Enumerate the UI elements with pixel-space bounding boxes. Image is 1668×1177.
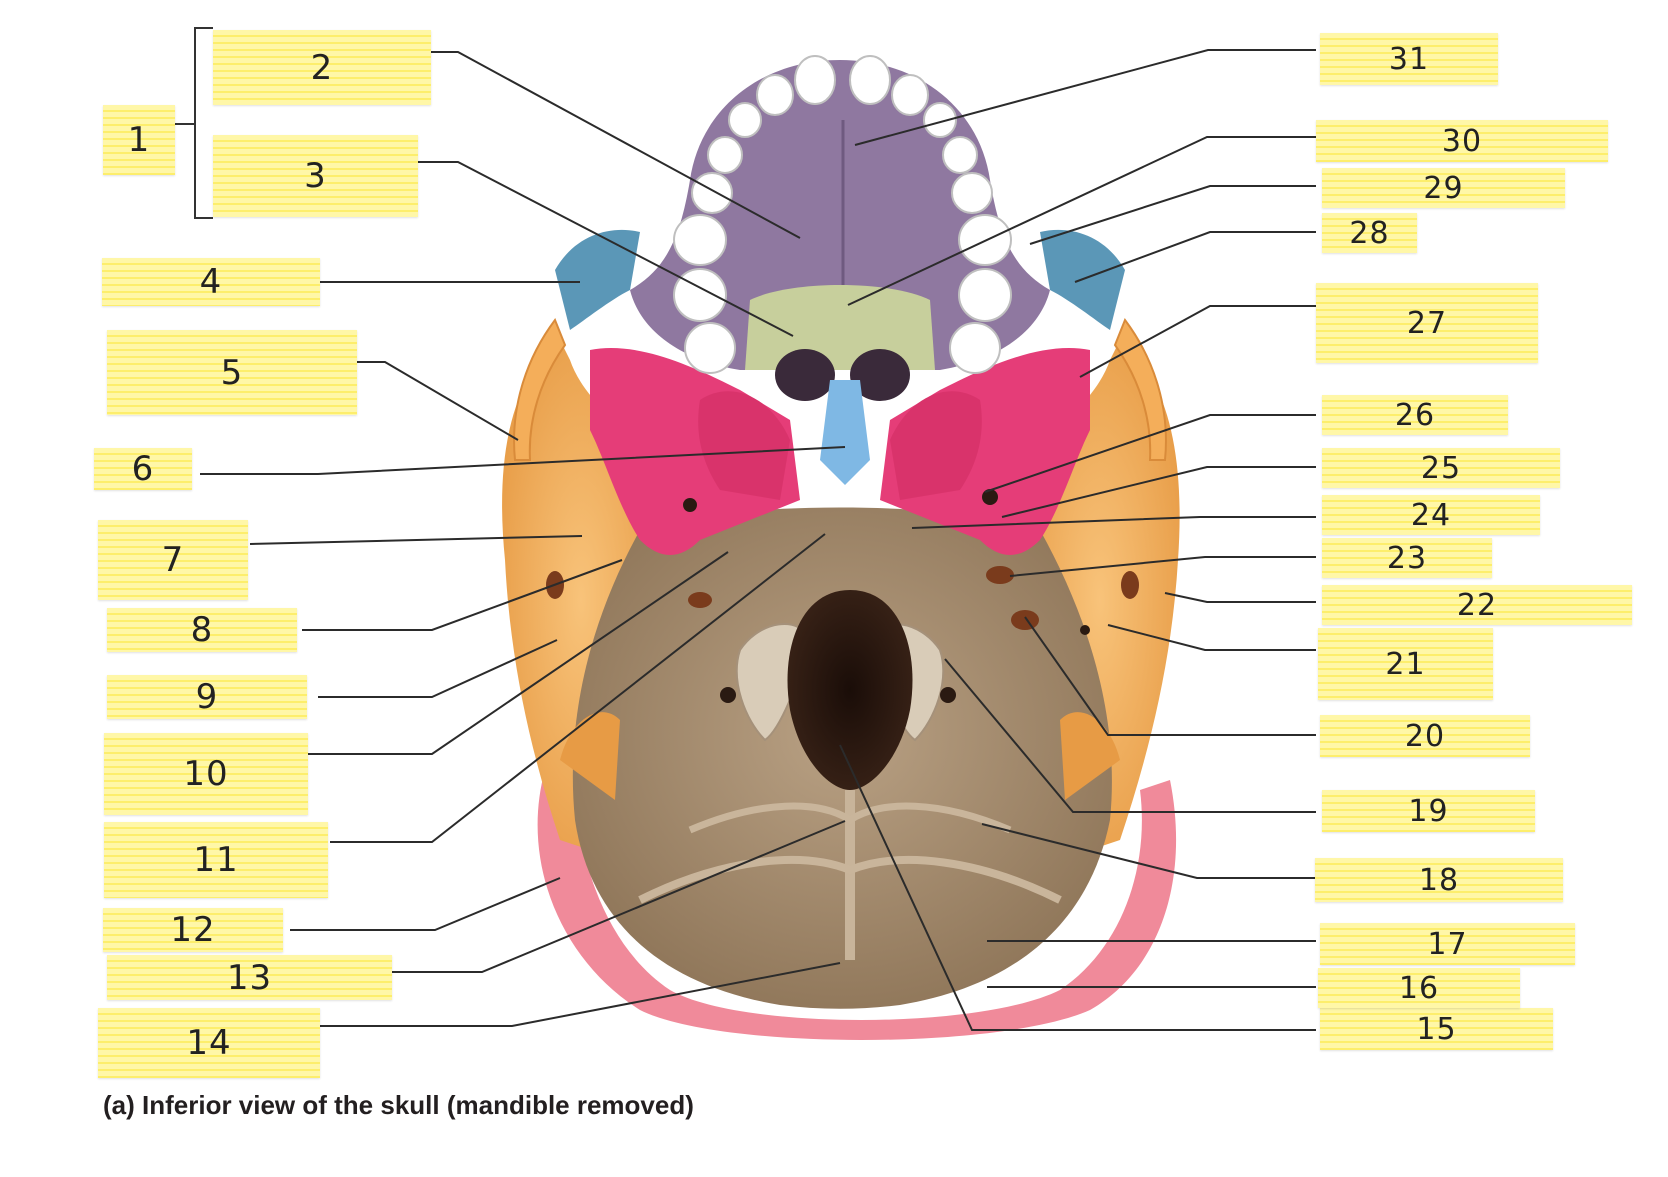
vomer bbox=[820, 380, 870, 485]
label-2-text: 2 bbox=[310, 47, 334, 88]
label-31-text: 31 bbox=[1388, 41, 1430, 77]
figure-caption: (a) Inferior view of the skull (mandible… bbox=[103, 1090, 694, 1120]
zygomatic-arch-left bbox=[513, 317, 567, 461]
label-9[interactable]: 9 bbox=[107, 675, 307, 719]
mastoid-process-left bbox=[560, 712, 620, 800]
label-16-text: 16 bbox=[1398, 970, 1440, 1006]
label-10[interactable]: 10 bbox=[104, 733, 308, 815]
label-7-text: 7 bbox=[161, 540, 185, 580]
label-14-text: 14 bbox=[186, 1023, 232, 1063]
label-8[interactable]: 8 bbox=[107, 608, 297, 652]
zygomatic-bone-left bbox=[555, 229, 640, 330]
label-13[interactable]: 13 bbox=[107, 955, 392, 1000]
label-28-text: 28 bbox=[1349, 215, 1390, 251]
choana-right bbox=[850, 349, 910, 401]
label-16[interactable]: 16 bbox=[1318, 968, 1520, 1008]
teeth bbox=[673, 55, 1012, 374]
label-21-text: 21 bbox=[1385, 646, 1426, 682]
label-17-text: 17 bbox=[1427, 926, 1468, 962]
label-29[interactable]: 29 bbox=[1322, 168, 1565, 208]
label-15[interactable]: 15 bbox=[1320, 1008, 1553, 1050]
label-23-text: 23 bbox=[1386, 540, 1428, 576]
label-3[interactable]: 3 bbox=[213, 135, 418, 217]
label-2[interactable]: 2 bbox=[213, 30, 431, 105]
label-21[interactable]: 21 bbox=[1318, 628, 1493, 700]
label-4-text: 4 bbox=[199, 262, 223, 302]
bracket bbox=[194, 27, 213, 219]
palatine-bone bbox=[745, 285, 935, 370]
nuchal-line-inferior bbox=[688, 802, 1012, 834]
pterygoid-plate-right bbox=[890, 391, 982, 500]
label-26[interactable]: 26 bbox=[1322, 395, 1508, 435]
leader-lines bbox=[200, 49, 1316, 1031]
label-25[interactable]: 25 bbox=[1322, 448, 1560, 488]
label-7[interactable]: 7 bbox=[98, 520, 248, 600]
label-24[interactable]: 24 bbox=[1322, 495, 1540, 535]
label-26-text: 26 bbox=[1394, 397, 1436, 433]
label-11-text: 11 bbox=[193, 840, 239, 880]
label-5[interactable]: 5 bbox=[107, 330, 357, 415]
label-30-text: 30 bbox=[1441, 123, 1483, 159]
label-9-text: 9 bbox=[195, 677, 219, 717]
label-14[interactable]: 14 bbox=[98, 1008, 320, 1078]
label-1[interactable]: 1 bbox=[103, 105, 175, 175]
label-3-text: 3 bbox=[304, 156, 327, 196]
foramen-magnum bbox=[787, 590, 913, 790]
label-27[interactable]: 27 bbox=[1316, 283, 1538, 363]
label-8-text: 8 bbox=[190, 610, 214, 650]
label-15-text: 15 bbox=[1416, 1011, 1457, 1047]
label-22-text: 22 bbox=[1456, 587, 1498, 623]
label-10-text: 10 bbox=[183, 754, 229, 794]
label-20-text: 20 bbox=[1404, 718, 1446, 754]
pterygoid-plate-left bbox=[698, 391, 790, 500]
label-6-text: 6 bbox=[131, 449, 155, 489]
foramina bbox=[546, 489, 1139, 703]
label-12-text: 12 bbox=[170, 910, 216, 950]
label-18[interactable]: 18 bbox=[1315, 858, 1563, 902]
label-1-text: 1 bbox=[127, 120, 151, 160]
label-22[interactable]: 22 bbox=[1322, 585, 1632, 625]
label-29-text: 29 bbox=[1423, 170, 1464, 206]
label-31[interactable]: 31 bbox=[1320, 33, 1498, 85]
label-19[interactable]: 19 bbox=[1322, 790, 1535, 832]
label-11[interactable]: 11 bbox=[104, 822, 328, 898]
zygomatic-arch-right bbox=[1113, 317, 1167, 461]
label-5-text: 5 bbox=[220, 352, 244, 393]
label-20[interactable]: 20 bbox=[1320, 715, 1530, 757]
label-23[interactable]: 23 bbox=[1322, 538, 1492, 578]
label-27-text: 27 bbox=[1406, 305, 1448, 341]
label-17[interactable]: 17 bbox=[1320, 923, 1575, 965]
choana-left bbox=[775, 349, 835, 401]
label-19-text: 19 bbox=[1408, 793, 1449, 829]
label-6[interactable]: 6 bbox=[94, 448, 192, 490]
mastoid-process-right bbox=[1060, 712, 1120, 800]
label-28[interactable]: 28 bbox=[1322, 213, 1417, 253]
label-25-text: 25 bbox=[1420, 450, 1462, 486]
label-18-text: 18 bbox=[1418, 862, 1460, 898]
maxilla bbox=[630, 60, 1050, 370]
nuchal-line-superior bbox=[638, 856, 1062, 904]
label-30[interactable]: 30 bbox=[1316, 120, 1608, 162]
label-12[interactable]: 12 bbox=[103, 908, 283, 952]
label-13-text: 13 bbox=[226, 957, 273, 998]
label-4[interactable]: 4 bbox=[102, 258, 320, 306]
label-24-text: 24 bbox=[1410, 497, 1452, 533]
